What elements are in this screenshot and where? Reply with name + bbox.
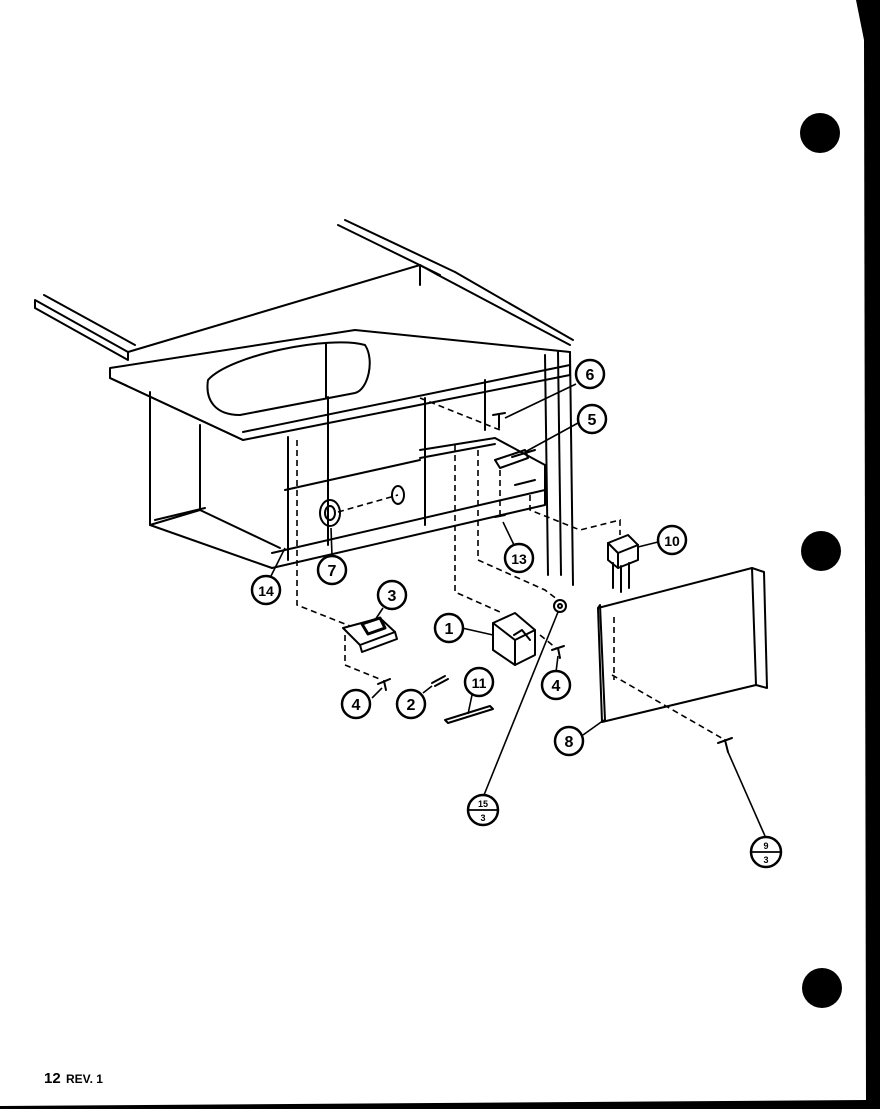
callout-7: 7 <box>316 554 348 586</box>
screw-part-4-left <box>377 678 391 691</box>
svg-text:2: 2 <box>407 697 416 714</box>
spring-part-2 <box>431 675 449 687</box>
switch-part-3 <box>342 616 398 653</box>
svg-text:3: 3 <box>480 813 485 823</box>
callout-13: 13 <box>503 542 535 574</box>
leader-lines <box>269 383 766 837</box>
screw-part-4-right <box>551 645 565 659</box>
callout-5: 5 <box>576 403 608 435</box>
screw-part-13 <box>494 514 506 518</box>
svg-text:4: 4 <box>352 697 361 714</box>
callout-10: 10 <box>656 524 688 556</box>
callout-6: 6 <box>574 358 606 390</box>
nut-part-15 <box>553 599 567 613</box>
binder-hole-middle <box>801 531 841 571</box>
binder-hole-top <box>800 113 840 153</box>
screw-part-9 <box>717 737 733 753</box>
reference-callout-15-3: 15 3 <box>466 793 500 827</box>
svg-text:15: 15 <box>478 799 488 809</box>
svg-text:3: 3 <box>763 855 768 865</box>
assembly-dashed-lines <box>296 397 726 741</box>
svg-text:7: 7 <box>328 563 337 580</box>
base-pan <box>109 329 574 586</box>
svg-text:10: 10 <box>664 533 680 549</box>
svg-text:11: 11 <box>472 675 487 691</box>
bracket-part-5 <box>494 449 529 469</box>
svg-text:4: 4 <box>552 678 561 695</box>
svg-text:6: 6 <box>586 367 595 384</box>
callout-2: 2 <box>395 688 427 720</box>
svg-text:13: 13 <box>511 551 527 567</box>
revision-label: REV. 1 <box>66 1072 103 1086</box>
reference-callout-9-3: 9 3 <box>749 835 783 869</box>
binder-hole-bottom <box>802 968 842 1008</box>
callout-11: 11 <box>463 666 495 698</box>
svg-text:9: 9 <box>763 841 768 851</box>
unit-top-panels <box>34 219 574 361</box>
svg-text:1: 1 <box>445 621 454 638</box>
grommet-part-7 <box>319 485 405 527</box>
callout-4-right: 4 <box>540 669 572 701</box>
callout-8: 8 <box>553 725 585 757</box>
screw-part-6 <box>492 412 506 429</box>
callout-14: 14 <box>250 574 282 606</box>
svg-text:14: 14 <box>258 583 274 599</box>
callout-4-left: 4 <box>340 688 372 720</box>
callout-3: 3 <box>376 579 408 611</box>
callout-1: 1 <box>433 612 465 644</box>
svg-text:8: 8 <box>565 734 574 751</box>
wire-tie-part-11 <box>444 705 494 724</box>
page-number: 12 <box>44 1070 61 1087</box>
terminal-part-10 <box>607 534 639 593</box>
relay-part-1 <box>492 612 536 666</box>
svg-text:5: 5 <box>588 412 597 429</box>
cover-panel-part-8 <box>597 567 768 723</box>
svg-text:3: 3 <box>388 588 397 605</box>
